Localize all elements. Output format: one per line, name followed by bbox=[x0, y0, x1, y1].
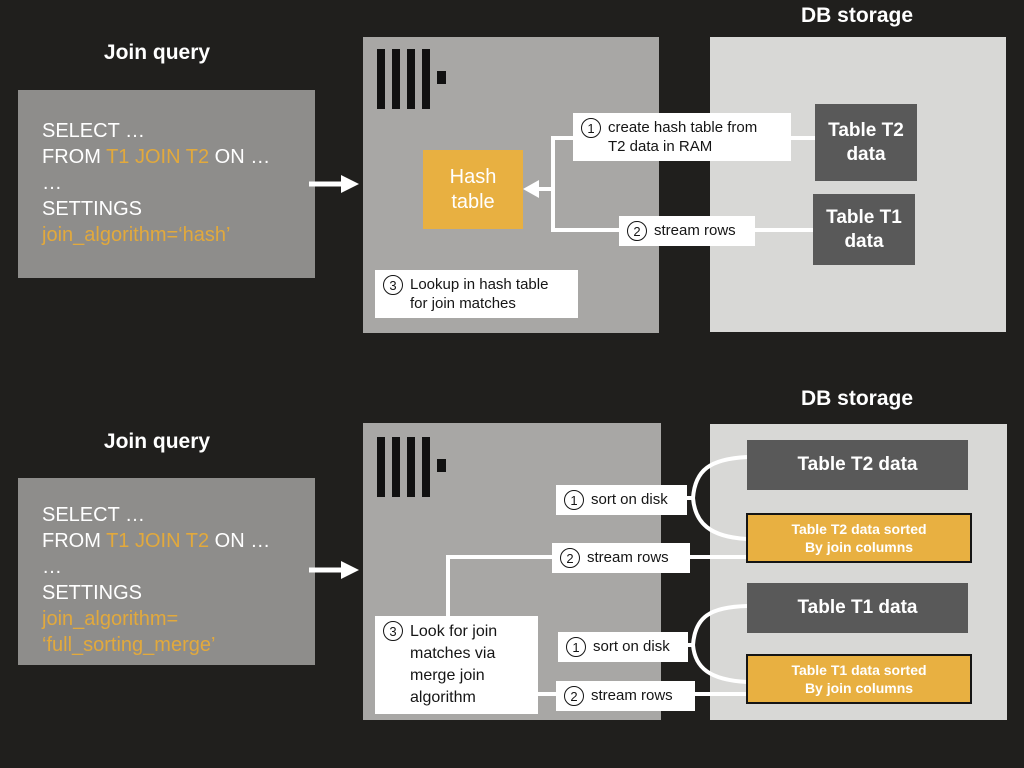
arrow-head-bottom bbox=[341, 561, 359, 579]
clickhouse-logo-icon bbox=[377, 437, 446, 497]
step-number-2-icon: 2 bbox=[627, 221, 647, 241]
table-t1-data-box: Table T1 data bbox=[747, 583, 968, 633]
sql-line-settings: SETTINGS bbox=[42, 198, 143, 220]
step-stream-rows-t1-label: 2 stream rows bbox=[556, 681, 695, 711]
step-stream-rows-label: 2 stream rows bbox=[619, 216, 755, 246]
step-sort-on-disk-t1-label: 1 sort on disk bbox=[558, 632, 688, 662]
table-t2-data-box: Table T2 data bbox=[747, 440, 968, 490]
sql-line-from: FROM T1 JOIN T2 ON … bbox=[42, 146, 271, 168]
arrow-head-top bbox=[341, 175, 359, 193]
table-t1-data-box: Table T1 data bbox=[813, 194, 915, 265]
clickhouse-logo-icon bbox=[377, 49, 446, 109]
bottom-db-storage-title: DB storage bbox=[800, 387, 914, 410]
sql-line-algorithm-value: ‘full_sorting_merge’ bbox=[42, 634, 216, 656]
step-sort-on-disk-t2-label: 1 sort on disk bbox=[556, 485, 687, 515]
step-number-1-icon: 1 bbox=[581, 118, 601, 138]
step-number-3-icon: 3 bbox=[383, 621, 403, 641]
top-query-box: SELECT … FROM T1 JOIN T2 ON … … SETTINGS… bbox=[18, 90, 315, 278]
hash-table-box: Hash table bbox=[423, 150, 523, 229]
bottom-query-box: SELECT … FROM T1 JOIN T2 ON … … SETTINGS… bbox=[18, 478, 315, 665]
sql-line-ellipsis: … bbox=[42, 172, 62, 194]
sql-line-ellipsis: … bbox=[42, 556, 62, 578]
top-db-storage-title: DB storage bbox=[800, 4, 914, 27]
sql-line-select: SELECT … bbox=[42, 120, 145, 142]
top-join-query-title: Join query bbox=[103, 41, 211, 64]
sql-line-from: FROM T1 JOIN T2 ON … bbox=[42, 530, 271, 552]
step-merge-join-label: 3 Look for join matches via merge join a… bbox=[375, 616, 538, 714]
step-number-1-icon: 1 bbox=[566, 637, 586, 657]
sql-line-settings: SETTINGS bbox=[42, 582, 143, 604]
sql-line-algorithm: join_algorithm=‘hash’ bbox=[42, 224, 231, 246]
step-number-2-icon: 2 bbox=[564, 686, 584, 706]
sql-line-select: SELECT … bbox=[42, 504, 145, 526]
step-stream-rows-t2-label: 2 stream rows bbox=[552, 543, 690, 573]
table-t2-data-sorted-box: Table T2 data sorted By join columns bbox=[746, 513, 972, 563]
table-t2-data-box: Table T2 data bbox=[815, 104, 917, 181]
step-number-3-icon: 3 bbox=[383, 275, 403, 295]
top-db-storage-box bbox=[710, 37, 1006, 332]
sql-line-algorithm: join_algorithm= bbox=[42, 608, 179, 630]
step-number-2-icon: 2 bbox=[560, 548, 580, 568]
table-t1-data-sorted-box: Table T1 data sorted By join columns bbox=[746, 654, 972, 704]
bottom-join-query-title: Join query bbox=[103, 430, 211, 453]
step-number-1-icon: 1 bbox=[564, 490, 584, 510]
